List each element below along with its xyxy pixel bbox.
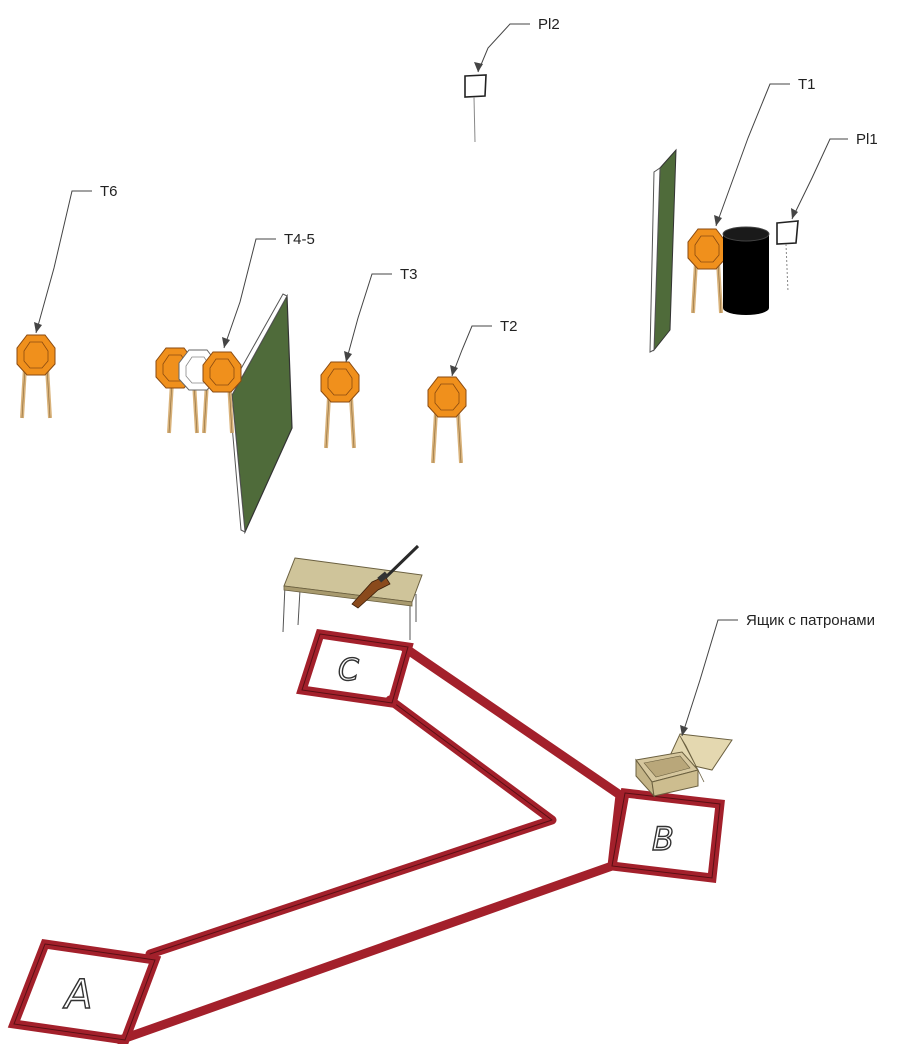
- callout-t6: T6: [34, 183, 118, 334]
- zone-a-label: A: [62, 972, 92, 1018]
- label-t4-5: T4-5: [284, 231, 315, 248]
- label-pl2: Pl2: [538, 16, 560, 33]
- label-t6: T6: [100, 183, 118, 200]
- callout-pl1: Pl1: [791, 131, 878, 220]
- label-pl1: Pl1: [856, 131, 878, 148]
- rifle: [351, 544, 420, 609]
- callout-ammo-box: Ящик с патронами: [680, 612, 875, 737]
- target-t2: [427, 376, 467, 465]
- callout-t4-5: T4-5: [222, 231, 315, 349]
- target-t3: [320, 361, 360, 450]
- zone-b-label: B: [652, 820, 674, 858]
- table: [281, 557, 423, 640]
- label-ammo-box: Ящик с патронами: [746, 612, 875, 629]
- ammo-crate: [635, 733, 733, 798]
- barrel: [722, 226, 770, 315]
- target-t1: [687, 228, 727, 315]
- plate-pl2: [464, 74, 487, 143]
- zone-a: A: [7, 939, 162, 1044]
- callout-t2: T2: [450, 318, 518, 377]
- wall-right: [649, 148, 677, 353]
- callout-t1: T1: [714, 76, 816, 227]
- fault-lines: [115, 643, 625, 1044]
- zone-b: B: [606, 788, 725, 884]
- callout-t3: T3: [344, 266, 418, 363]
- label-t1: T1: [798, 76, 816, 93]
- label-t3: T3: [400, 266, 418, 283]
- zone-c: C: [296, 628, 414, 709]
- target-t4-5: [155, 347, 242, 435]
- zone-c-label: C: [338, 653, 359, 688]
- callout-pl2: Pl2: [474, 16, 560, 73]
- label-t2: T2: [500, 318, 518, 335]
- wall-left: [228, 293, 293, 535]
- plate-pl1: [776, 220, 799, 293]
- target-t6: [16, 334, 56, 420]
